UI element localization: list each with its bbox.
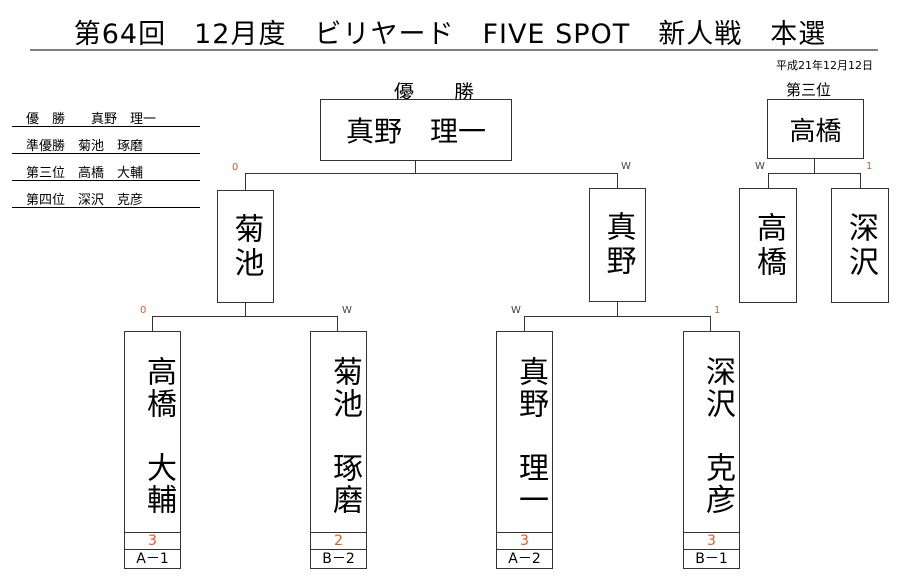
bracket-line bbox=[415, 160, 416, 174]
bracket-line bbox=[245, 173, 246, 190]
third-left-box: 高橋 bbox=[739, 188, 797, 303]
player-card: 菊池 琢磨 2 B－2 bbox=[310, 331, 367, 569]
player-card: 真野 理一 3 A－2 bbox=[496, 331, 553, 569]
title-underline bbox=[30, 49, 878, 51]
bracket-line bbox=[337, 316, 338, 331]
player-code: B－1 bbox=[684, 549, 739, 569]
bracket-line bbox=[710, 316, 711, 331]
result-runner-up: 準優勝 菊池 琢磨 bbox=[12, 127, 200, 154]
semifinal-right-name: 真野 bbox=[600, 211, 636, 279]
champion-name: 真野 理一 bbox=[345, 115, 486, 148]
third-place-box: 高橋 bbox=[767, 99, 864, 159]
player-3-mark: W bbox=[511, 305, 521, 316]
semifinal-left-box: 菊池 bbox=[217, 190, 274, 303]
bracket-line bbox=[768, 173, 769, 188]
player-code: B－2 bbox=[311, 549, 366, 569]
bracket-line bbox=[617, 173, 618, 188]
bracket-line bbox=[768, 173, 861, 174]
bracket-line bbox=[617, 301, 618, 317]
bracket-line bbox=[245, 173, 618, 174]
player-score: 3 bbox=[125, 532, 180, 549]
result-champion: 優 勝 真野 理一 bbox=[12, 100, 200, 127]
player-name: 深沢 克彦 bbox=[700, 356, 735, 516]
semifinal-left-name: 菊池 bbox=[228, 212, 264, 281]
player-name: 真野 理一 bbox=[513, 356, 548, 516]
third-right-name: 深沢 bbox=[843, 211, 878, 280]
bracket-line bbox=[245, 302, 246, 317]
player-name: 菊池 琢磨 bbox=[327, 356, 362, 516]
bracket-line bbox=[860, 173, 861, 188]
third-place-name: 高橋 bbox=[789, 116, 842, 147]
third-right-box: 深沢 bbox=[831, 188, 889, 303]
champion-box: 真野 理一 bbox=[320, 99, 512, 161]
player-score: 2 bbox=[311, 532, 366, 549]
third-right-mark: 1 bbox=[866, 161, 873, 172]
player-1-mark: 0 bbox=[140, 305, 147, 316]
player-2-mark: W bbox=[342, 305, 352, 316]
page-title: 第64回 12月度 ビリヤード FIVE SPOT 新人戦 本選 bbox=[73, 19, 827, 50]
result-third: 第三位 高橋 大輔 bbox=[12, 154, 200, 181]
third-left-name: 高橋 bbox=[751, 211, 786, 280]
semifinal-right-mark: W bbox=[621, 161, 631, 172]
semifinal-left-mark: 0 bbox=[232, 162, 239, 173]
semifinal-right-box: 真野 bbox=[589, 188, 646, 302]
champion-label: 優 勝 bbox=[394, 80, 474, 104]
player-card: 高橋 大輔 3 A－1 bbox=[124, 331, 181, 569]
bracket-line bbox=[152, 316, 338, 317]
player-score: 3 bbox=[497, 532, 552, 549]
player-4-mark: 1 bbox=[714, 305, 721, 316]
third-left-mark: W bbox=[755, 161, 765, 172]
player-name: 高橋 大輔 bbox=[141, 356, 176, 516]
player-score: 3 bbox=[684, 532, 739, 549]
event-date: 平成21年12月12日 bbox=[776, 59, 873, 72]
player-card: 深沢 克彦 3 B－1 bbox=[683, 331, 740, 569]
player-code: A－2 bbox=[497, 549, 552, 569]
bracket-line bbox=[152, 316, 153, 331]
bracket-line bbox=[524, 316, 525, 331]
third-place-label: 第三位 bbox=[786, 81, 832, 99]
player-code: A－1 bbox=[125, 549, 180, 569]
result-fourth: 第四位 深沢 克彦 bbox=[12, 181, 200, 208]
bracket-line bbox=[524, 316, 711, 317]
bracket-line bbox=[814, 158, 815, 174]
